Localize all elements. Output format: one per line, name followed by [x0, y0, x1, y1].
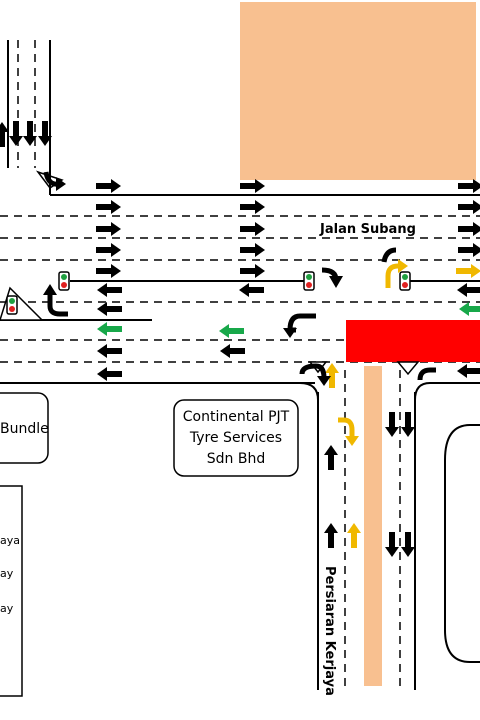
straight-arrow-icon: [96, 243, 121, 257]
north-road-lines: [7, 40, 51, 168]
straight-arrow-icon: [220, 344, 245, 358]
turn-arrow-icon: [329, 276, 343, 288]
turn-arrow-icon: [338, 417, 355, 438]
straight-arrow-icon: [240, 200, 265, 214]
northbound-arrows: [324, 445, 338, 548]
straight-arrow-icon: [385, 532, 399, 557]
straight-arrow-icon: [457, 283, 480, 297]
side-road-median: [364, 366, 382, 686]
straight-arrow-icon: [96, 264, 121, 278]
straight-arrow-icon: [239, 283, 264, 297]
straight-arrow-icon: [97, 322, 122, 336]
shop-line: Continental PJT: [183, 409, 290, 425]
roundabout-island: [444, 424, 480, 663]
straight-arrow-icon: [325, 363, 339, 388]
straight-arrow-icon: [457, 364, 480, 378]
traffic-light-icon: [58, 271, 70, 291]
straight-arrow-icon: [97, 283, 122, 297]
black-turn-arrowheads: [43, 276, 343, 386]
straight-arrow-icon: [97, 367, 122, 381]
turn-arrow-icon: [385, 263, 400, 288]
side-road-label: Persiaran Kerjaya: [322, 566, 337, 696]
traffic-light-icon: [399, 271, 411, 291]
turn-arrow-icon: [345, 436, 359, 446]
straight-arrow-icon: [97, 302, 122, 316]
legend-label: aya: [0, 534, 20, 547]
turn-arrow-icon: [43, 284, 57, 295]
u-turn-arrow-icon: [417, 367, 436, 381]
straight-arrow-icon: [219, 324, 244, 338]
turn-arrow-icon: [398, 259, 408, 273]
traffic-island: [396, 361, 420, 376]
main-road-label: Jalan Subang: [319, 222, 416, 237]
turn-arrow-icon: [381, 247, 397, 263]
construction-zone: [346, 320, 480, 362]
straight-arrow-icon: [240, 222, 265, 236]
traffic-light-icon: [6, 295, 18, 315]
u-turn-arrow-icon: [287, 313, 316, 333]
straight-arrow-icon: [324, 445, 338, 470]
traffic-light-icon: [303, 271, 315, 291]
turn-arrow-icon: [47, 295, 68, 317]
straight-arrow-icon: [458, 200, 480, 214]
straight-arrow-icon: [458, 222, 480, 236]
straight-arrow-icon: [240, 179, 265, 193]
u-turn-arrow-icon: [299, 363, 327, 379]
legend-label: ay: [0, 567, 14, 580]
straight-arrow-icon: [458, 243, 480, 257]
straight-arrow-icon: [401, 532, 415, 557]
tyre-shop: Continental PJT Tyre Services Sdn Bhd: [173, 399, 299, 477]
u-turn-arrow-icon: [283, 328, 297, 338]
straight-arrow-icon: [456, 264, 480, 278]
straight-arrow-icon: [240, 264, 265, 278]
straight-arrow-icon: [324, 523, 338, 548]
straight-arrow-icon: [9, 121, 23, 146]
eastbound-arrows: [96, 179, 480, 278]
straight-arrow-icon: [240, 243, 265, 257]
straight-arrow-icon: [459, 302, 480, 316]
straight-arrow-icon: [96, 200, 121, 214]
straight-arrow-icon: [385, 412, 399, 437]
side-road-lines: [299, 370, 431, 690]
straight-arrow-icon: [96, 222, 121, 236]
shop-line: Tyre Services: [189, 430, 282, 446]
shop-bundle: Bundle: [0, 392, 49, 464]
straight-arrow-icon: [97, 344, 122, 358]
legend-box: aya ay ay: [0, 485, 23, 697]
legend-label: ay: [0, 602, 14, 615]
straight-arrow-icon: [96, 179, 121, 193]
u-turn-arrow-icon: [317, 376, 331, 386]
turn-arrow-icon: [56, 177, 66, 191]
straight-arrow-icon: [458, 179, 480, 193]
shop-name: Bundle: [0, 421, 49, 437]
straight-arrow-icon: [347, 523, 361, 548]
shop-line: Sdn Bhd: [207, 451, 265, 467]
building-block: [240, 2, 476, 180]
straight-arrow-icon: [401, 412, 415, 437]
